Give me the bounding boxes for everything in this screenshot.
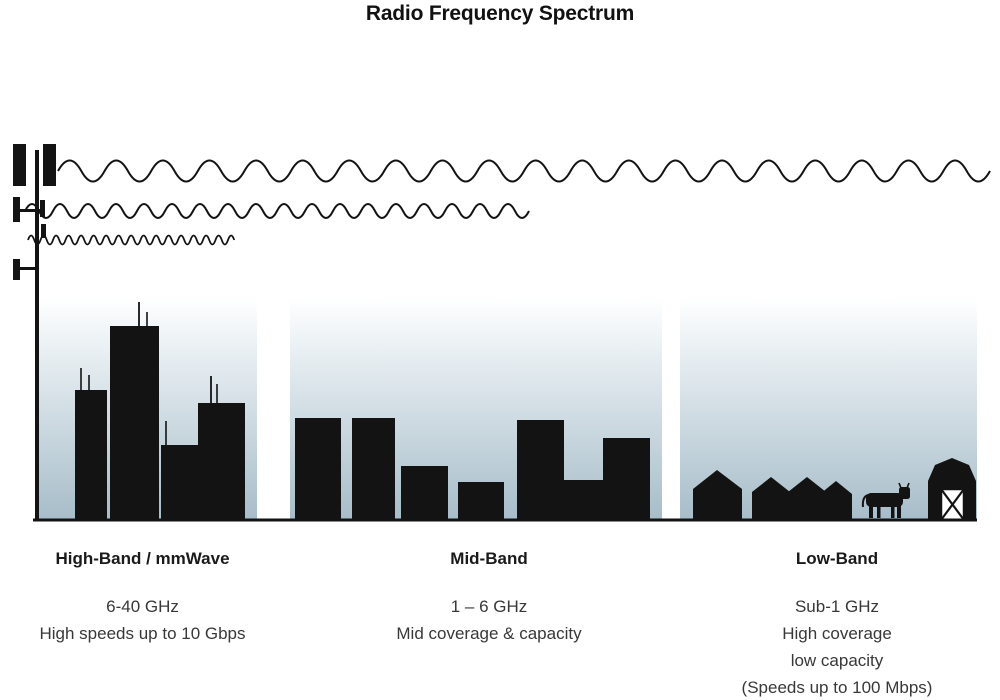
midband-caption: Mid-Band 1 – 6 GHz Mid coverage & capaci…: [360, 549, 618, 647]
band-frequency: 6-40 GHz: [106, 597, 179, 616]
band-frequency: Sub-1 GHz: [794, 597, 880, 616]
building: [295, 418, 341, 520]
band-name: Low-Band: [795, 549, 879, 568]
medium-wavelength-wave-icon: [24, 203, 530, 219]
band-detail: High coverage: [782, 624, 892, 643]
cow-icon: [861, 482, 910, 518]
tower-antenna-panel-right: [43, 144, 56, 186]
cow-leg: [891, 505, 895, 518]
building: [561, 480, 604, 520]
lowband-caption: Low-Band Sub-1 GHz High coverage low cap…: [700, 549, 974, 700]
band-frequency: 1 – 6 GHz: [450, 597, 528, 616]
band-name: High-Band / mmWave: [55, 549, 230, 568]
house-icon: [752, 477, 790, 520]
band-detail: Mid coverage & capacity: [396, 624, 582, 643]
skyscraper: [161, 445, 198, 520]
cell-tower-icon: [13, 144, 56, 520]
tower-crossbar-upper: [14, 209, 41, 212]
cow-horn: [906, 482, 910, 489]
diagram-title: Radio Frequency Spectrum: [365, 2, 635, 25]
cow-leg: [869, 505, 873, 518]
cow-horn: [898, 482, 902, 489]
tower-bracket: [41, 224, 46, 238]
tower-antenna-small-right: [40, 200, 45, 217]
house-icon: [788, 477, 826, 520]
skyscraper-city-icon: [75, 302, 245, 520]
band-detail: (Speeds up to 100 Mbps): [741, 678, 933, 697]
band-detail: High speeds up to 10 Gbps: [39, 624, 246, 643]
house-icon: [693, 470, 742, 520]
midrise-buildings-icon: [295, 418, 650, 520]
skyscraper: [110, 326, 159, 520]
band-detail: low capacity: [790, 651, 884, 670]
barn-door-cross: [940, 488, 965, 521]
rural-houses-cow-barn-icon: [693, 458, 976, 522]
cow-head: [899, 487, 910, 499]
cow-tail: [861, 494, 869, 508]
house-icon: [820, 481, 852, 520]
tower-crossbar-lower: [14, 267, 39, 270]
building: [401, 466, 448, 520]
skyscraper: [198, 403, 245, 520]
highband-caption: High-Band / mmWave 6-40 GHz High speeds …: [15, 549, 270, 647]
ground-line: [33, 518, 977, 522]
cow-body: [866, 493, 903, 507]
building: [352, 418, 395, 520]
band-name: Mid-Band: [450, 549, 528, 568]
building: [517, 420, 564, 520]
barn-icon: [928, 458, 976, 522]
tower-mast: [35, 150, 39, 520]
short-wavelength-wave-icon: [27, 234, 236, 246]
cow-leg: [897, 505, 901, 518]
cow-leg: [877, 505, 881, 518]
tower-antenna-panel-left: [13, 144, 26, 186]
building: [458, 482, 504, 520]
long-wavelength-wave-icon: [57, 159, 991, 183]
building: [603, 438, 650, 520]
skyscraper: [75, 390, 107, 520]
